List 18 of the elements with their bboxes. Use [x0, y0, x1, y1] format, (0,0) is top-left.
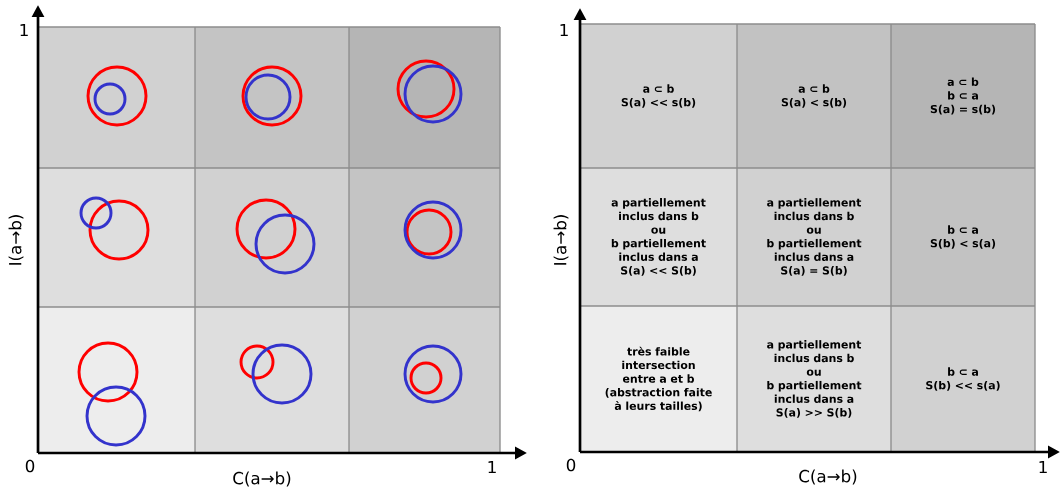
table-cell: a ⊂ b S(a) < s(b) — [737, 24, 891, 168]
table-cell: b ⊂ a S(b) << s(a) — [891, 306, 1035, 452]
table-cell: a partiellement inclus dans b ou b partiellement inclus dans a S(a) >> S(b) — [737, 306, 891, 452]
axis-tick-label: 0 — [566, 458, 576, 472]
axis-tick-label: 1 — [1039, 460, 1047, 474]
axis-title: C(a→b) — [233, 471, 291, 487]
table-cell: a ⊂ b S(a) << s(b) — [580, 24, 737, 168]
axis-title: I(a→b) — [8, 215, 24, 265]
table-cell: a ⊂ b b ⊂ a S(a) = s(b) — [891, 24, 1035, 168]
axis-tick-label: 0 — [25, 459, 35, 473]
axis-tick-label: 1 — [488, 460, 496, 474]
axis-tick-label: 1 — [20, 23, 28, 37]
table-cell: très faible intersection entre a et b (abstraction faite à leurs tailles) — [580, 306, 737, 452]
table-cell: a partiellement inclus dans b ou b partiellement inclus dans a S(a) << S(b) — [580, 168, 737, 306]
axis-title: I(a→b) — [553, 215, 569, 265]
table-cell: a partiellement inclus dans b ou b partiellement inclus dans a S(a) = S(b) — [737, 168, 891, 306]
axis-title: C(a→b) — [799, 469, 857, 485]
table-cell: b ⊂ a S(b) < s(a) — [891, 168, 1035, 306]
